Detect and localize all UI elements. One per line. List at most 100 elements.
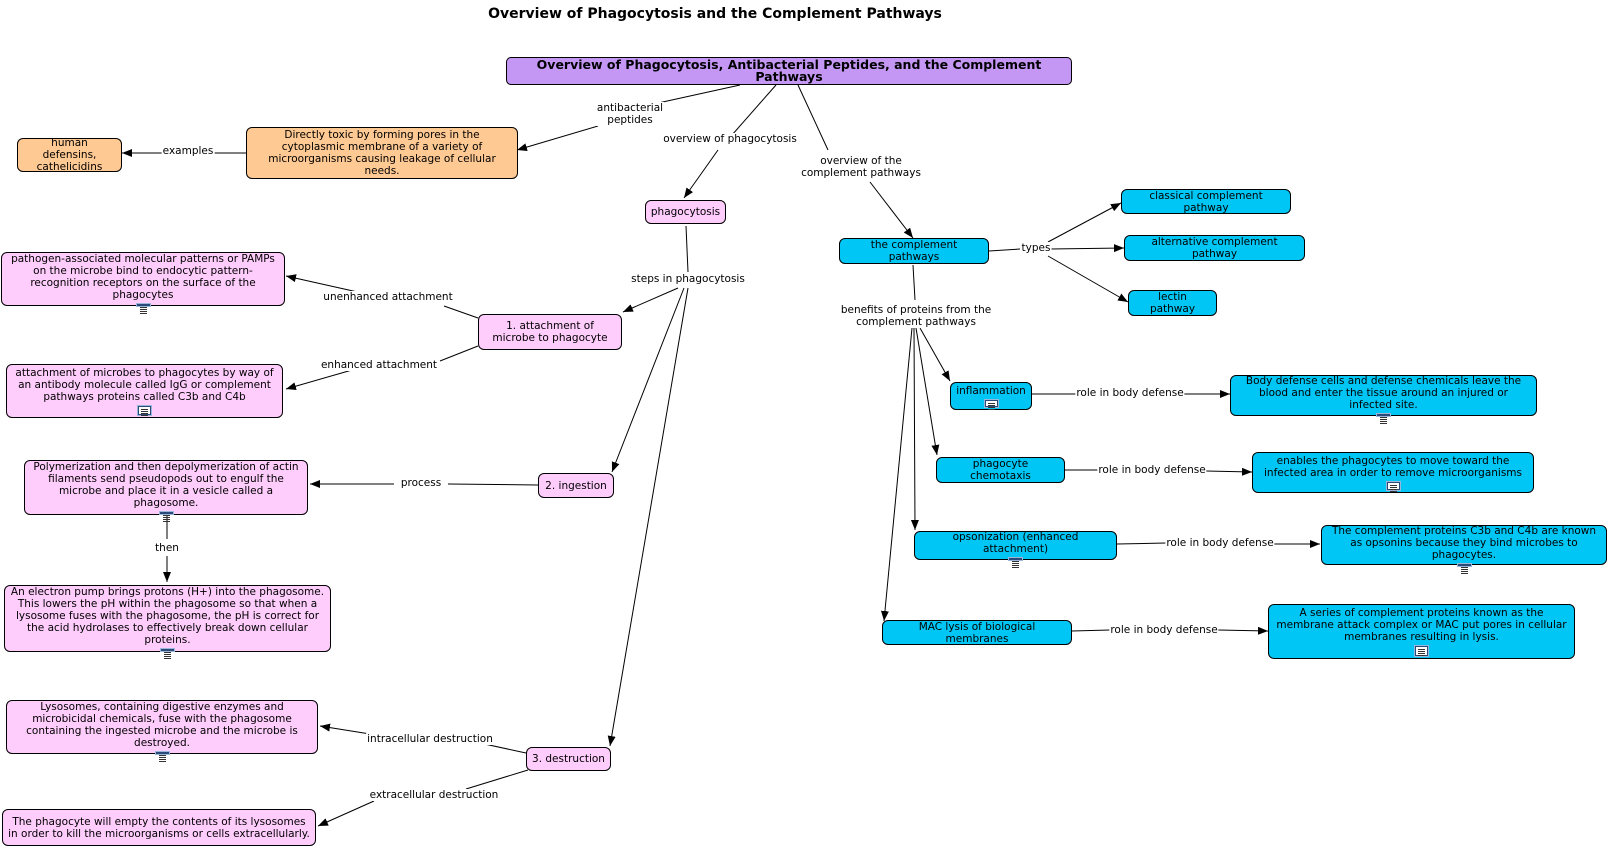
- opsonization-description-label: The complement proteins C3b and C4b are …: [1331, 524, 1597, 561]
- edge-role-mac-b: [1217, 626, 1269, 635]
- polymerization-node[interactable]: Polymerization and then depolymerization…: [24, 460, 308, 516]
- destruction-step-node[interactable]: 3. destruction: [526, 747, 611, 771]
- edge-label-types: types: [1020, 242, 1052, 254]
- document-icon[interactable]: [1377, 414, 1390, 418]
- edge-benefits-mac: [880, 327, 913, 622]
- page-title: Overview of Phagocytosis and the Complem…: [488, 6, 942, 22]
- edge-label-benefits: benefits of proteins from the complement…: [839, 304, 993, 328]
- edge-label-steps: steps in phagocytosis: [630, 273, 746, 285]
- edge-benefits-opson: [910, 327, 919, 531]
- edge-label-unenhanced: unenhanced attachment: [322, 291, 454, 303]
- edge-types-a: [988, 248, 1021, 252]
- lectin-pathway-label: lectin pathway: [1149, 291, 1196, 315]
- inflammation-label: inflammation: [956, 385, 1026, 397]
- edge-complement-benefits: [912, 264, 916, 301]
- peptides-description-label: Directly toxic by forming pores in the c…: [268, 129, 496, 177]
- inflammation-description-label: Body defense cells and defense chemicals…: [1245, 375, 1522, 411]
- document-icon[interactable]: [1457, 563, 1471, 568]
- defensins-node[interactable]: human defensins, cathelicidins: [17, 137, 122, 173]
- edge-steps-attach: [622, 287, 679, 313]
- edge-attach-unenh-b: [285, 274, 363, 294]
- alternative-pathway-node[interactable]: alternative complement pathway: [1124, 235, 1305, 261]
- edge-phago-steps: [685, 225, 689, 273]
- edge-label-role-inflammation: role in body defense: [1075, 387, 1185, 399]
- edge-attach-enh-b: [285, 369, 353, 391]
- edge-label-process: process: [399, 477, 443, 489]
- edge-benefits-inflam: [919, 327, 951, 382]
- edge-types-lectin: [1047, 255, 1129, 303]
- chemotaxis-description-label: enables the phagocytes to move toward th…: [1264, 455, 1522, 479]
- edge-root-complement: [797, 84, 829, 151]
- document-icon[interactable]: [1386, 482, 1400, 490]
- document-icon[interactable]: [138, 406, 151, 415]
- edge-process-a: [447, 483, 539, 486]
- peptides-description-node[interactable]: Directly toxic by forming pores in the c…: [246, 127, 518, 179]
- edge-label-then: then: [154, 542, 180, 554]
- document-icon[interactable]: [155, 751, 169, 756]
- edge-label-overview-phagocytosis: overview of phagocytosis: [662, 133, 798, 145]
- root-node[interactable]: Overview of Phagocytosis, Antibacterial …: [506, 57, 1072, 85]
- chemotaxis-description-node[interactable]: enables the phagocytes to move toward th…: [1252, 452, 1534, 493]
- edge-types-classical: [1047, 202, 1122, 243]
- edge-label-role-chemotaxis: role in body defense: [1097, 464, 1207, 476]
- edge-steps-destroy: [607, 287, 689, 747]
- electron-pump-label: An electron pump brings protons (H+) int…: [10, 586, 325, 646]
- ingestion-step-label: 2. ingestion: [545, 479, 607, 492]
- edge-extra-a: [465, 769, 529, 790]
- document-icon[interactable]: [1415, 646, 1428, 656]
- ingestion-step-node[interactable]: 2. ingestion: [538, 473, 614, 498]
- edge-complement-node: [869, 181, 914, 239]
- edge-role-opson-a: [1116, 542, 1167, 545]
- document-icon[interactable]: [136, 303, 150, 308]
- opsonization-node[interactable]: opsonization (enhanced attachment): [914, 531, 1117, 562]
- mac-description-label: A series of complement proteins known as…: [1276, 607, 1567, 643]
- destruction-step-label: 3. destruction: [532, 753, 605, 765]
- extracellular-label: The phagocyte will empty the contents of…: [8, 815, 310, 840]
- edge-label-antibacterial-peptides: antibacterial peptides: [595, 102, 665, 126]
- edge-label-examples: examples: [161, 145, 215, 157]
- chemotaxis-label: phagocyte chemotaxis: [970, 458, 1031, 482]
- edge-attach-enh-a: [439, 345, 479, 362]
- document-icon[interactable]: [161, 649, 174, 653]
- extracellular-node[interactable]: The phagocyte will empty the contents of…: [2, 809, 316, 846]
- mac-description-node[interactable]: A series of complement proteins known as…: [1268, 604, 1575, 659]
- edge-label-role-mac: role in body defense: [1109, 624, 1219, 636]
- electron-pump-node[interactable]: An electron pump brings protons (H+) int…: [4, 585, 331, 653]
- edge-steps-ingest: [611, 287, 685, 473]
- mac-lysis-label: MAC lysis of biological membranes: [918, 620, 1036, 645]
- edge-label-enhanced: enhanced attachment: [319, 359, 439, 371]
- edge-role-mac-a: [1071, 629, 1111, 632]
- document-icon[interactable]: [984, 400, 998, 407]
- phagocytosis-label: phagocytosis: [650, 206, 721, 218]
- complement-pathways-node[interactable]: the complement pathways: [839, 238, 989, 264]
- polymerization-label: Polymerization and then depolymerization…: [33, 461, 299, 509]
- mac-lysis-node[interactable]: MAC lysis of biological membranes: [882, 620, 1072, 645]
- phagocytosis-node[interactable]: phagocytosis: [645, 200, 726, 224]
- igg-label: attachment of microbes to phagocytes by …: [15, 367, 274, 403]
- edge-attach-unenh-a: [443, 305, 479, 319]
- lysosomes-node[interactable]: Lysosomes, containing digestive enzymes …: [6, 700, 318, 756]
- root-node-label: Overview of Phagocytosis, Antibacterial …: [536, 57, 1042, 84]
- defensins-label: human defensins, cathelicidins: [36, 137, 103, 173]
- chemotaxis-node[interactable]: phagocyte chemotaxis: [936, 457, 1065, 483]
- lectin-pathway-node[interactable]: lectin pathway: [1128, 290, 1217, 316]
- edge-benefits-chemo: [915, 327, 940, 456]
- edge-peptides-desc: [516, 125, 599, 151]
- opsonization-description-node[interactable]: The complement proteins C3b and C4b are …: [1321, 524, 1607, 568]
- attachment-step-node[interactable]: 1. attachment of microbe to phagocyte: [478, 314, 622, 350]
- attachment-step-label: 1. attachment of microbe to phagocyte: [492, 320, 608, 344]
- document-icon[interactable]: [1009, 558, 1022, 562]
- alternative-pathway-label: alternative complement pathway: [1151, 236, 1278, 260]
- edge-phago-node: [683, 149, 719, 199]
- classical-pathway-node[interactable]: classical complement pathway: [1121, 189, 1291, 214]
- igg-node[interactable]: attachment of microbes to phagocytes by …: [6, 364, 283, 418]
- pamps-label: pathogen-associated molecular patterns o…: [11, 252, 275, 301]
- pamps-node[interactable]: pathogen-associated molecular patterns o…: [1, 252, 285, 308]
- opsonization-label: opsonization (enhanced attachment): [952, 531, 1079, 555]
- inflammation-description-node[interactable]: Body defense cells and defense chemicals…: [1230, 375, 1537, 418]
- inflammation-node[interactable]: inflammation: [950, 382, 1032, 410]
- edge-intra-b: [319, 723, 371, 735]
- document-icon[interactable]: [159, 512, 173, 516]
- edge-label-overview-complement: overview of the complement pathways: [800, 155, 922, 179]
